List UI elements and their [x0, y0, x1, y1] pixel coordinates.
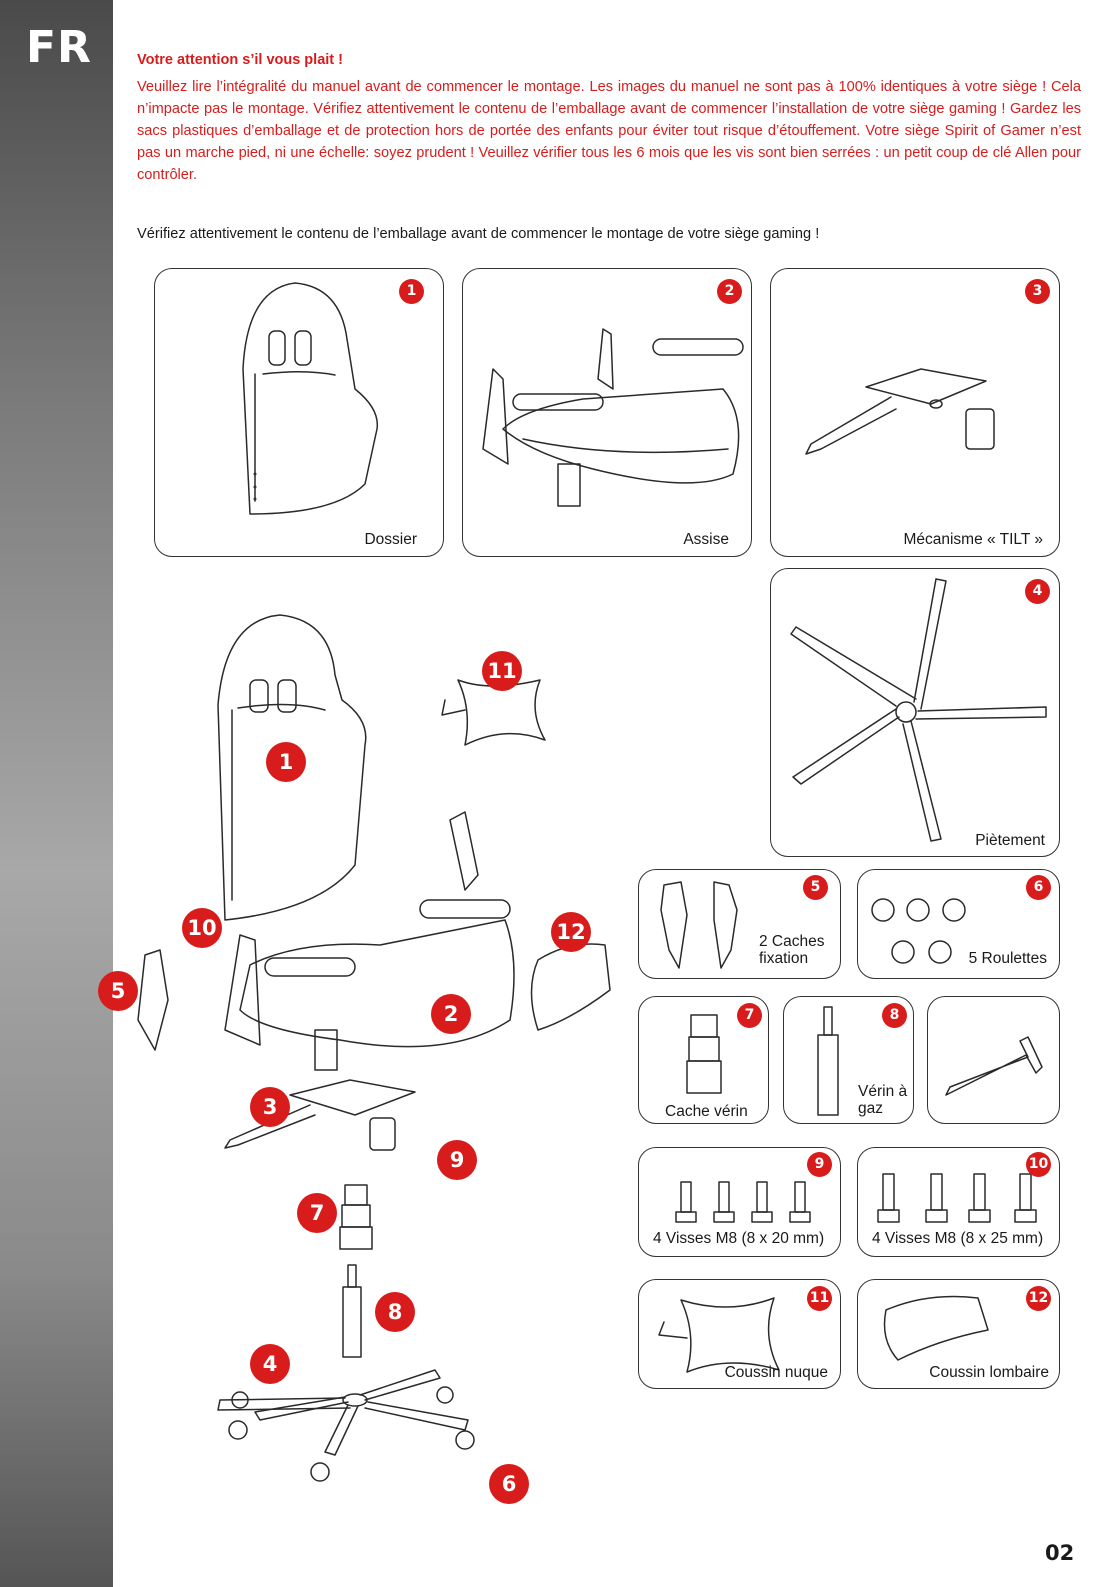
warning-title: Votre attention s’il vous plait !: [137, 52, 343, 68]
callout-backrest: 1: [266, 742, 306, 782]
part-box-screws-25: 10 4 Visses M8 (8 x 25 mm): [857, 1147, 1060, 1257]
warning-text: Veuillez lire l’intégralité du manuel av…: [137, 79, 1081, 183]
part-label: 4 Visses M8 (8 x 25 mm): [872, 1230, 1044, 1247]
allen-key-icon: [945, 1036, 1043, 1096]
backrest-illustration: [242, 282, 379, 515]
part-label: Coussin nuque: [724, 1364, 828, 1381]
gas-cylinder-illustration: [817, 1006, 839, 1116]
part-box-casters: 6 5 Roulettes: [857, 869, 1060, 979]
part-number: 4: [1025, 579, 1050, 604]
part-box-base: 4 Piètement: [770, 568, 1060, 857]
part-box-neck-pillow: 11 Coussin nuque: [638, 1279, 841, 1389]
part-number: 7: [737, 1003, 762, 1028]
part-label: Cache vérin: [665, 1103, 748, 1120]
verify-text: Vérifiez attentivement le contenu de l’e…: [137, 226, 820, 242]
covers-illustration: [660, 881, 738, 969]
part-number: 2: [717, 279, 742, 304]
page-number: 02: [1045, 1541, 1075, 1565]
part-number: 10: [1026, 1152, 1051, 1177]
part-number: 3: [1025, 279, 1050, 304]
base-illustration: [790, 578, 1047, 842]
part-box-allen-key: [927, 996, 1060, 1124]
part-box-cylinder-cover: 7 Cache vérin: [638, 996, 769, 1124]
part-label: Piètement: [975, 832, 1045, 849]
casters-illustration: [871, 898, 966, 964]
callout-screws-20: 9: [437, 1140, 477, 1180]
part-label: 4 Visses M8 (8 x 20 mm): [653, 1230, 825, 1247]
part-box-tilt-mechanism: 3 Mécanisme « TILT »: [770, 268, 1060, 557]
part-number: 12: [1026, 1286, 1051, 1311]
callout-tilt: 3: [250, 1087, 290, 1127]
callout-base: 4: [250, 1344, 290, 1384]
seat-illustration: [482, 328, 744, 507]
part-number: 9: [807, 1152, 832, 1177]
part-label: Coussin lombaire: [929, 1364, 1049, 1381]
callout-lumbar-pillow: 12: [551, 912, 591, 952]
part-box-seat: 2 Assise: [462, 268, 752, 557]
exploded-assembly-diagram: [137, 614, 611, 1482]
screws-25-illustration: [877, 1173, 1037, 1223]
callout-neck-pillow: 11: [482, 651, 522, 691]
part-number: 6: [1026, 875, 1051, 900]
part-label: Assise: [683, 531, 729, 548]
callout-cylinder-cover: 7: [297, 1193, 337, 1233]
part-number: 5: [803, 875, 828, 900]
neck-pillow-illustration: [658, 1297, 780, 1373]
cylinder-cover-illustration: [686, 1014, 722, 1094]
screws-20-illustration: [675, 1181, 811, 1223]
part-box-gas-cylinder: 8 Vérin à gaz: [783, 996, 914, 1124]
part-number: 11: [807, 1286, 832, 1311]
part-label: Vérin à gaz: [858, 1083, 908, 1117]
lumbar-pillow-illustration: [883, 1295, 989, 1361]
part-number: 1: [399, 279, 424, 304]
part-label: 5 Roulettes: [968, 950, 1047, 967]
sidebar: FR: [0, 0, 113, 1587]
part-box-covers: 5 2 Caches fixation: [638, 869, 841, 979]
part-box-screws-20: 9 4 Visses M8 (8 x 20 mm): [638, 1147, 841, 1257]
callout-casters: 6: [489, 1464, 529, 1504]
callout-gas-cylinder: 8: [375, 1292, 415, 1332]
callout-screws-25: 10: [182, 908, 222, 948]
tilt-mechanism-illustration: [805, 368, 995, 455]
part-box-lumbar-pillow: 12 Coussin lombaire: [857, 1279, 1060, 1389]
callout-covers: 5: [98, 971, 138, 1011]
callout-seat: 2: [431, 994, 471, 1034]
language-label: FR: [26, 22, 92, 73]
part-box-backrest: 1 Dossier: [154, 268, 444, 557]
part-label: Mécanisme « TILT »: [903, 531, 1043, 548]
part-number: 8: [882, 1003, 907, 1028]
part-label: 2 Caches fixation: [759, 933, 825, 967]
part-label: Dossier: [364, 531, 417, 548]
